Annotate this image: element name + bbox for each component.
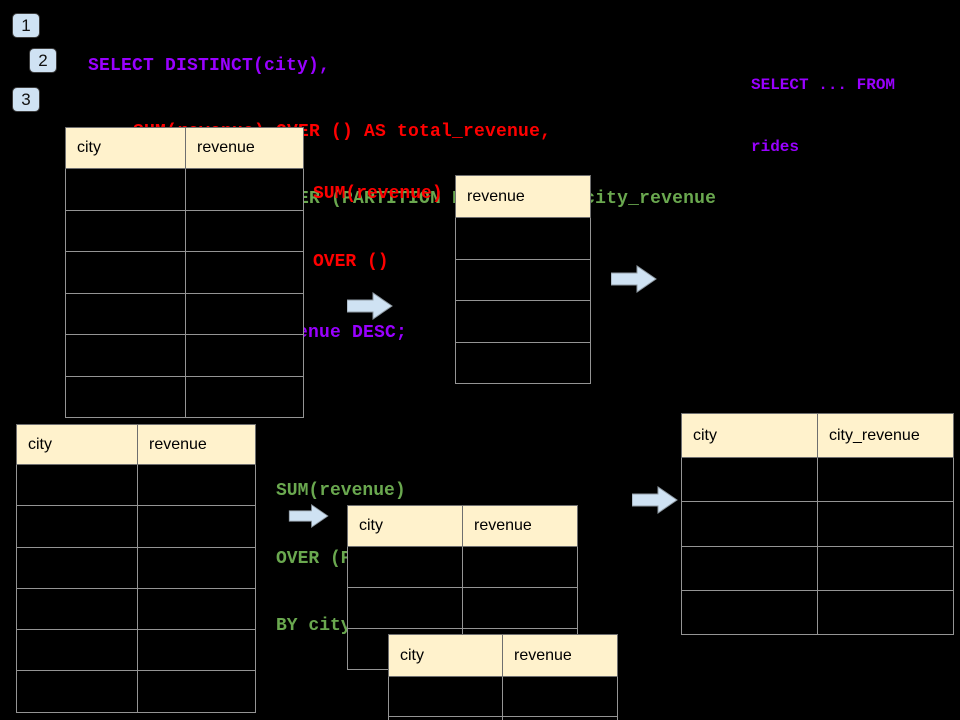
column-header-revenue: revenue <box>502 634 618 677</box>
body-cell <box>185 292 304 335</box>
right-arrow-icon <box>610 265 657 293</box>
side-note-code: SELECT ... FROM rides <box>751 34 895 198</box>
column-header-city: city <box>388 634 503 677</box>
body-cell <box>817 501 954 547</box>
annotation-line: SUM(revenue) <box>276 481 406 501</box>
body-cell <box>681 456 818 503</box>
body-cell <box>16 587 138 631</box>
body-cell <box>65 292 186 335</box>
body-cell <box>16 546 138 589</box>
column-header-revenue: revenue <box>462 505 578 547</box>
body-cell <box>16 463 138 507</box>
body-cell <box>65 168 186 211</box>
column-header-city: city <box>16 424 138 465</box>
body-cell <box>65 251 186 294</box>
body-cell <box>137 587 256 631</box>
annotation-line: OVER () <box>313 251 389 272</box>
body-cell <box>16 629 138 672</box>
flow-arrow-2 <box>610 265 657 293</box>
annotation-line: SUM(revenue) <box>313 184 443 204</box>
body-cell <box>388 676 503 717</box>
sql-code-line: SELECT DISTINCT(city), <box>88 55 331 76</box>
body-cell <box>347 587 463 629</box>
column-header-revenue: revenue <box>455 175 591 218</box>
body-cell <box>347 546 463 588</box>
body-cell <box>65 209 186 252</box>
body-cell <box>455 341 591 384</box>
step-badge-1: 1 <box>12 13 40 38</box>
right-arrow-icon <box>346 292 393 320</box>
body-cell <box>16 670 138 713</box>
flow-arrow-3 <box>287 504 331 528</box>
column-header-city: city <box>681 413 818 458</box>
right-arrow-icon <box>288 504 329 528</box>
body-cell <box>681 589 818 636</box>
body-cell <box>817 456 954 503</box>
body-cell <box>16 505 138 548</box>
body-cell <box>137 546 256 589</box>
column-header-city: city <box>347 505 463 547</box>
body-cell <box>502 676 618 717</box>
body-cell <box>185 375 304 418</box>
body-cell <box>65 334 186 377</box>
body-cell <box>137 463 256 507</box>
flow-arrow-4 <box>631 486 678 514</box>
step-badge-2: 2 <box>29 48 57 73</box>
body-cell <box>185 209 304 252</box>
flow-arrow-1 <box>346 292 393 320</box>
annotation-total-window: SUM(revenue) OVER () <box>313 138 443 318</box>
column-header-revenue: revenue <box>185 127 304 169</box>
body-cell <box>137 629 256 672</box>
body-cell <box>462 546 578 588</box>
body-cell <box>185 334 304 377</box>
table-total-revenue: revenue <box>455 175 591 384</box>
body-cell <box>681 501 818 547</box>
body-cell <box>455 258 591 301</box>
body-cell <box>185 168 304 211</box>
body-cell <box>185 251 304 294</box>
column-header-revenue: revenue <box>137 424 256 465</box>
right-arrow-icon <box>631 486 678 514</box>
body-cell <box>462 587 578 629</box>
body-cell <box>681 545 818 591</box>
column-header-city: city <box>65 127 186 169</box>
body-cell <box>65 375 186 418</box>
side-note-line: rides <box>751 137 800 156</box>
column-header-city_revenue: city_revenue <box>817 413 954 458</box>
body-cell <box>455 300 591 343</box>
body-cell <box>388 716 503 720</box>
body-cell <box>817 589 954 636</box>
body-cell <box>817 545 954 591</box>
step-badge-3: 3 <box>12 87 40 112</box>
body-cell <box>502 716 618 720</box>
body-cell <box>137 505 256 548</box>
side-note-line: SELECT ... FROM <box>751 76 896 94</box>
body-cell <box>455 217 591 260</box>
body-cell <box>137 670 256 713</box>
